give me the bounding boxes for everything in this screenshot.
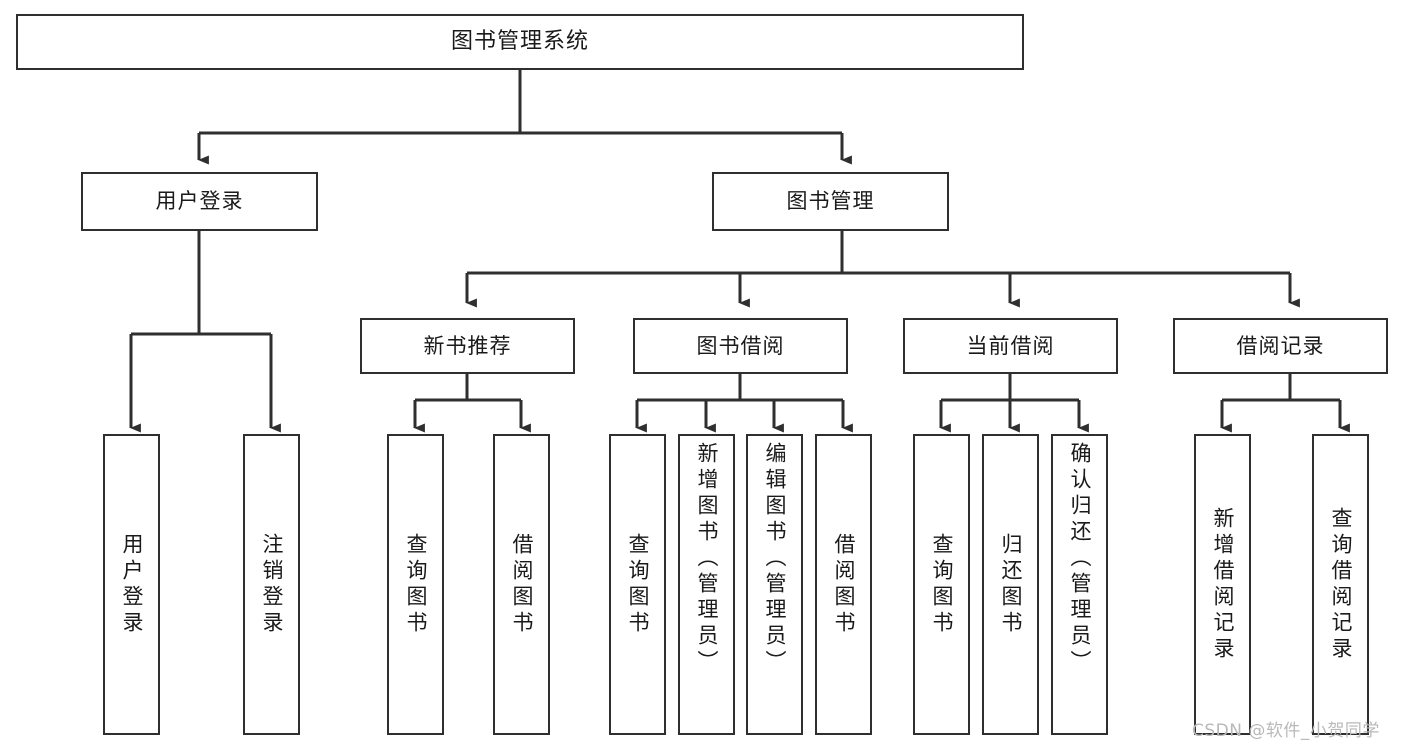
node-book-borrow[interactable]: 图书借阅 [633,318,848,374]
node-label: 图书管理 [786,189,875,213]
node-label: 查询图书 [930,532,954,637]
node-leaf-logout[interactable]: 注销登录 [243,434,300,735]
node-label: 新书推荐 [423,333,512,358]
node-leaf-borrow-book[interactable]: 借阅图书 [815,434,872,735]
node-leaf-borrow-book-new[interactable]: 借阅图书 [493,434,550,735]
node-label: 编辑图书（管理员） [763,442,787,676]
node-label: 查询图书 [626,532,650,637]
node-label: 查询图书 [404,532,428,637]
node-leaf-return-book[interactable]: 归还图书 [982,434,1039,735]
node-label: 确认归还（管理员） [1068,442,1092,676]
node-leaf-user-login[interactable]: 用户登录 [103,434,160,735]
node-borrow-records[interactable]: 借阅记录 [1173,318,1388,374]
node-label: 图书管理系统 [450,29,589,54]
node-leaf-query-borrow-record[interactable]: 查询借阅记录 [1312,434,1369,735]
node-label: 用户登录 [120,532,144,637]
node-label: 查询借阅记录 [1329,506,1353,663]
node-leaf-query-book-borrow[interactable]: 查询图书 [609,434,666,735]
node-leaf-confirm-return-admin[interactable]: 确认归还（管理员） [1051,434,1108,735]
csdn-watermark: CSDN @软件_小贺同学 [1192,721,1380,741]
node-root[interactable]: 图书管理系统 [16,14,1024,70]
node-label: 新增图书（管理员） [695,442,719,676]
node-label: 图书借阅 [696,333,785,358]
node-label: 借阅图书 [832,532,856,637]
node-label: 当前借阅 [966,333,1055,358]
node-leaf-query-book-current[interactable]: 查询图书 [913,434,970,735]
node-leaf-add-borrow-record[interactable]: 新增借阅记录 [1194,434,1251,735]
node-label: 新增借阅记录 [1211,506,1235,663]
node-label: 借阅图书 [510,532,534,637]
node-label: 用户登录 [155,189,244,213]
node-label: 归还图书 [999,532,1023,637]
node-label: 借阅记录 [1236,333,1325,358]
node-leaf-edit-book-admin[interactable]: 编辑图书（管理员） [746,434,803,735]
node-label: 注销登录 [260,532,284,637]
node-leaf-query-book-new[interactable]: 查询图书 [387,434,444,735]
node-new-book-recommend[interactable]: 新书推荐 [360,318,575,374]
node-book-management[interactable]: 图书管理 [712,172,949,231]
node-user-login[interactable]: 用户登录 [81,172,318,231]
node-current-borrow[interactable]: 当前借阅 [903,318,1118,374]
node-leaf-add-book-admin[interactable]: 新增图书（管理员） [678,434,735,735]
